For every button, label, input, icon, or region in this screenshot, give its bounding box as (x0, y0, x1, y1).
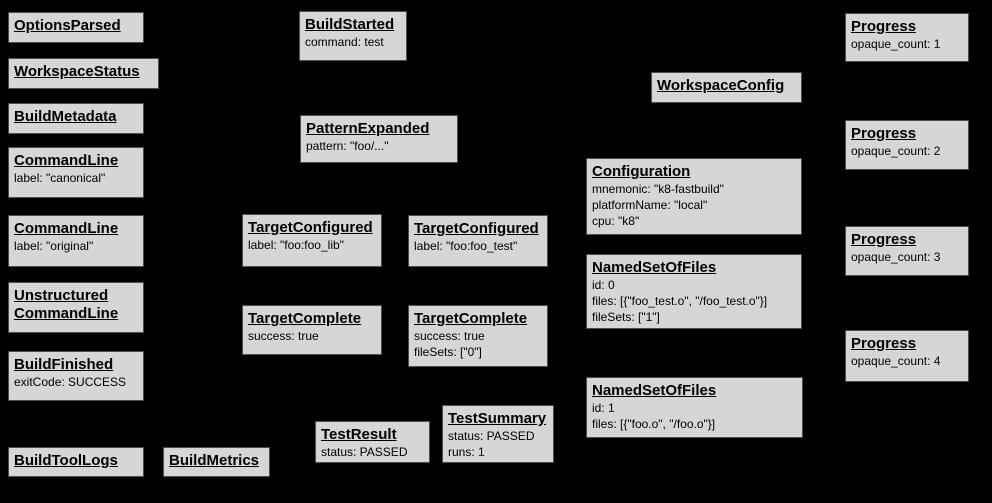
node-field: success: true (248, 329, 319, 343)
node-named-set-of-files-0: NamedSetOfFiles id: 0 files: [{"foo_test… (586, 254, 802, 329)
node-field: files: [{"foo.o", "/foo.o"}] (592, 417, 716, 431)
node-build-metrics: BuildMetrics (163, 447, 270, 477)
node-title: Progress (851, 335, 917, 352)
node-workspace-config: WorkspaceConfig (651, 72, 802, 103)
node-field: platformName: "local" (592, 198, 708, 212)
node-title: TargetComplete (248, 310, 362, 327)
node-field: mnemonic: "k8-fastbuild" (592, 182, 724, 196)
node-pattern-expanded: PatternExpanded pattern: "foo/..." (300, 115, 458, 163)
node-field: status: PASSED (448, 429, 535, 443)
node-field: fileSets: ["1"] (592, 310, 660, 324)
node-field: opaque_count: 3 (851, 250, 941, 264)
node-field: opaque_count: 1 (851, 37, 941, 51)
node-target-complete-lib: TargetComplete success: true (242, 305, 382, 355)
node-title: BuildMetadata (14, 108, 117, 125)
node-target-configured-lib: TargetConfigured label: "foo:foo_lib" (242, 214, 382, 267)
node-workspace-status: WorkspaceStatus (8, 58, 159, 89)
node-title: OptionsParsed (14, 17, 121, 34)
node-title: BuildToolLogs (14, 452, 118, 469)
node-progress-1: Progress opaque_count: 1 (845, 13, 969, 62)
node-build-metadata: BuildMetadata (8, 103, 144, 134)
node-title: TestSummary (448, 410, 547, 427)
node-title: WorkspaceStatus (14, 63, 140, 80)
node-progress-4: Progress opaque_count: 4 (845, 330, 969, 382)
node-title: Progress (851, 125, 917, 142)
node-field: label: "foo:foo_test" (414, 239, 518, 253)
node-test-result: TestResult status: PASSED (315, 421, 430, 463)
node-named-set-of-files-1: NamedSetOfFiles id: 1 files: [{"foo.o", … (586, 377, 803, 438)
node-title: NamedSetOfFiles (592, 259, 717, 276)
node-field: cpu: "k8" (592, 214, 640, 228)
node-title: NamedSetOfFiles (592, 382, 717, 399)
node-progress-2: Progress opaque_count: 2 (845, 120, 969, 170)
node-build-started: BuildStarted command: test (299, 11, 407, 61)
node-field: command: test (305, 35, 384, 49)
node-target-configured-test: TargetConfigured label: "foo:foo_test" (408, 215, 548, 267)
node-title: BuildFinished (14, 356, 114, 373)
node-test-summary: TestSummary status: PASSED runs: 1 (442, 405, 554, 463)
node-field: opaque_count: 2 (851, 144, 941, 158)
node-title: TestResult (321, 426, 397, 443)
node-title: PatternExpanded (306, 120, 430, 137)
node-build-finished: BuildFinished exitCode: SUCCESS (8, 351, 144, 401)
node-field: label: "foo:foo_lib" (248, 238, 344, 252)
node-title: Progress (851, 231, 917, 248)
node-target-complete-test: TargetComplete success: true fileSets: [… (408, 305, 548, 367)
node-field: fileSets: ["0"] (414, 345, 482, 359)
node-field: label: "canonical" (14, 171, 106, 185)
node-title: CommandLine (14, 152, 119, 169)
node-configuration: Configuration mnemonic: "k8-fastbuild" p… (586, 158, 802, 235)
node-field: files: [{"foo_test.o", "/foo_test.o"}] (592, 294, 768, 308)
node-title: TargetConfigured (414, 220, 539, 237)
node-title: WorkspaceConfig (657, 77, 785, 94)
node-title: Unstructured CommandLine (14, 287, 119, 322)
node-progress-3: Progress opaque_count: 3 (845, 226, 969, 276)
node-title: TargetConfigured (248, 219, 373, 236)
node-title: TargetComplete (414, 310, 528, 327)
node-command-line-canonical: CommandLine label: "canonical" (8, 147, 144, 198)
node-field: status: PASSED (321, 445, 408, 459)
node-field: label: "original" (14, 239, 94, 253)
node-title: Configuration (592, 163, 691, 180)
node-field: opaque_count: 4 (851, 354, 941, 368)
node-field: pattern: "foo/..." (306, 139, 389, 153)
node-build-tool-logs: BuildToolLogs (8, 447, 144, 477)
node-command-line-original: CommandLine label: "original" (8, 215, 144, 267)
node-field: exitCode: SUCCESS (14, 375, 127, 389)
node-field: id: 0 (592, 278, 615, 292)
node-title: CommandLine (14, 220, 119, 237)
node-title: BuildStarted (305, 16, 395, 33)
node-field: success: true (414, 329, 485, 343)
node-unstructured-command-line: Unstructured CommandLine (8, 282, 144, 333)
node-field: id: 1 (592, 401, 615, 415)
node-options-parsed: OptionsParsed (8, 12, 144, 43)
node-field: runs: 1 (448, 445, 485, 459)
node-title: BuildMetrics (169, 452, 260, 469)
node-title: Progress (851, 18, 917, 35)
